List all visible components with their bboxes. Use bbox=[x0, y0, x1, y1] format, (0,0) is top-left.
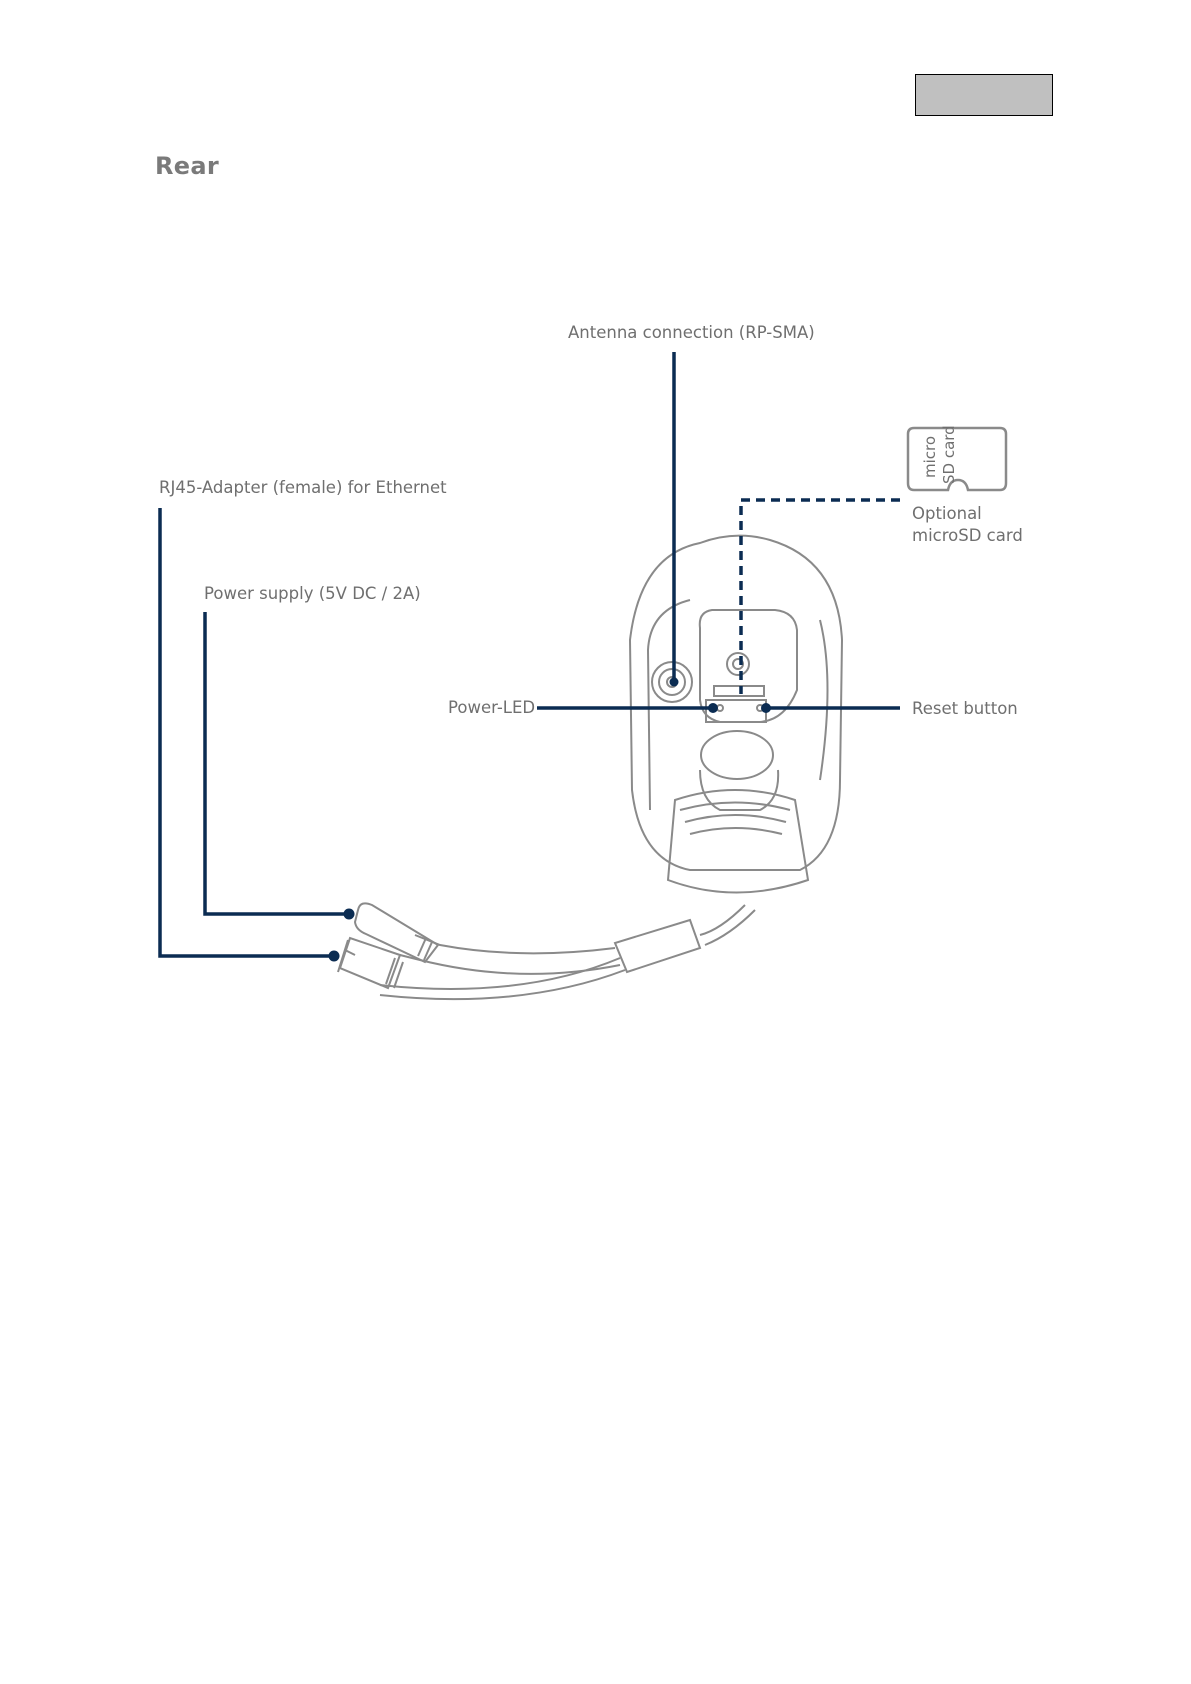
rj45-leader bbox=[160, 508, 334, 956]
reset-label: Reset button bbox=[912, 699, 1018, 718]
sd-icon-text-2: SD card bbox=[940, 425, 958, 484]
camera-body bbox=[630, 536, 842, 893]
rj45-label: RJ45-Adapter (female) for Ethernet bbox=[159, 478, 447, 497]
power-led-dot bbox=[708, 703, 718, 713]
power-supply-label: Power supply (5V DC / 2A) bbox=[204, 584, 421, 603]
antenna-label: Antenna connection (RP-SMA) bbox=[568, 323, 815, 342]
rj45-dot bbox=[329, 951, 340, 962]
antenna-dot bbox=[670, 678, 679, 687]
sd-leader bbox=[741, 500, 900, 694]
sd-card-label: microSD card bbox=[912, 526, 1023, 545]
power-supply-dot bbox=[344, 909, 355, 920]
power-led-label: Power-LED bbox=[448, 698, 535, 717]
sd-optional-label: Optional bbox=[912, 504, 982, 523]
sd-icon-text-1: micro bbox=[921, 436, 939, 478]
leader-lines bbox=[160, 352, 900, 956]
power-supply-leader bbox=[205, 612, 349, 914]
camera-cable bbox=[338, 903, 755, 999]
reset-dot bbox=[761, 703, 771, 713]
